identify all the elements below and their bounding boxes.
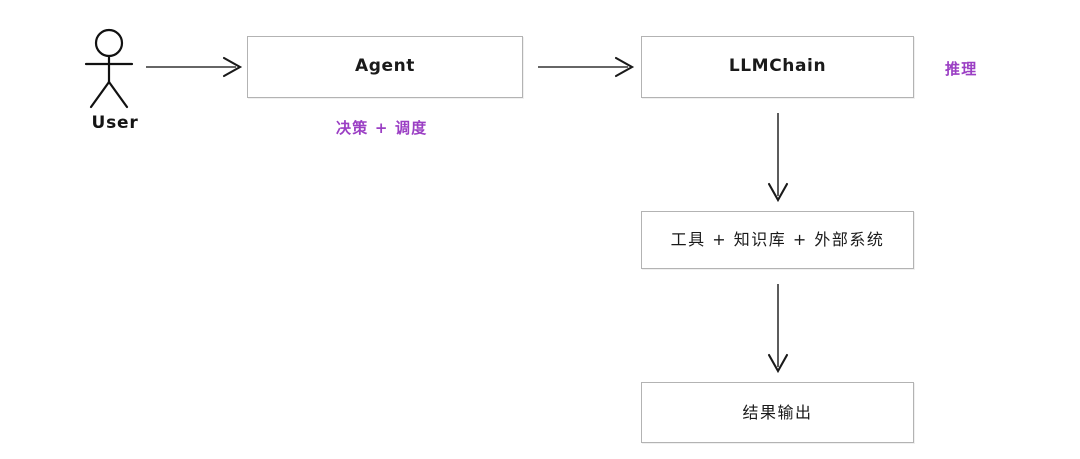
annotation-agent: 决策 + 调度 xyxy=(336,119,428,137)
arrow-agent-to-llmchain xyxy=(538,56,635,78)
node-tools-label: 工具 + 知识库 + 外部系统 xyxy=(670,230,885,249)
node-output[interactable]: 结果输出 xyxy=(641,382,914,443)
node-agent[interactable]: Agent xyxy=(247,36,523,98)
node-tools[interactable]: 工具 + 知识库 + 外部系统 xyxy=(641,211,914,269)
node-llmchain-label: LLMChain xyxy=(728,56,827,77)
node-output-label: 结果输出 xyxy=(742,402,813,422)
annotation-llmchain: 推理 xyxy=(945,60,978,78)
actor-label-user: User xyxy=(91,113,139,133)
node-agent-label: Agent xyxy=(354,56,416,77)
stick-figure-icon xyxy=(84,28,134,109)
arrow-user-to-agent xyxy=(146,56,243,78)
arrow-llmchain-to-tools xyxy=(767,113,789,203)
arrow-tools-to-output xyxy=(767,284,789,374)
node-llmchain[interactable]: LLMChain xyxy=(641,36,914,98)
